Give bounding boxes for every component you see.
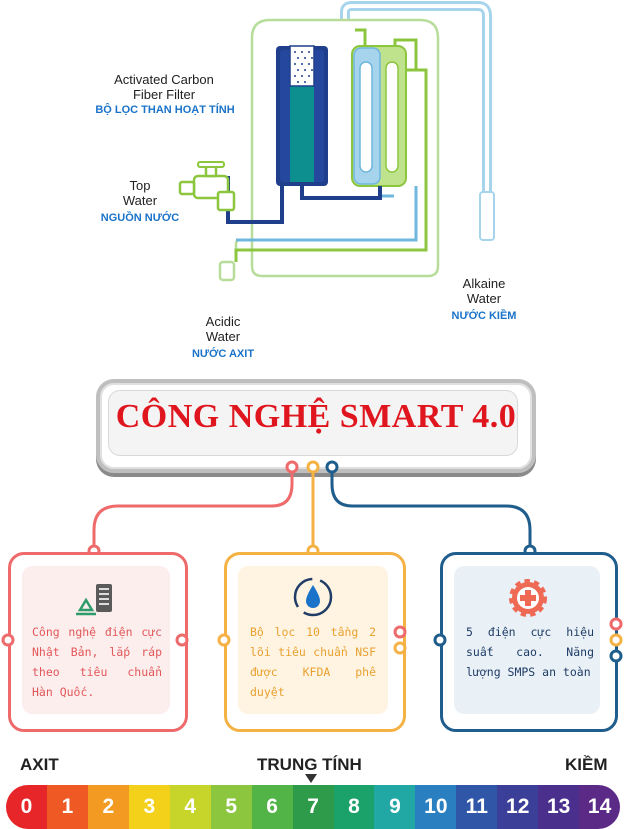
page-title: CÔNG NGHỆ SMART 4.0 — [115, 398, 517, 435]
ph-segment-6: 6 — [251, 785, 293, 829]
connector-lines — [87, 460, 537, 558]
card-3-side-connectors — [433, 617, 623, 663]
ph-segment-0: 0 — [6, 785, 47, 829]
ph-segment-7: 7 — [292, 785, 334, 829]
ph-scale-alkaline-label: KIỀM — [565, 755, 608, 774]
carbon-filter-label-vn: BỘ LỌC THAN HOẠT TÍNH — [95, 104, 235, 116]
water-drop-cycle-icon — [293, 577, 333, 617]
ph-scale-neutral-label: TRUNG TÍNH — [257, 755, 362, 774]
alkaine-water-label-vn: NƯỚC KIỀM — [451, 310, 517, 322]
ph-segment-13: 13 — [538, 785, 580, 829]
ph-segment-14: 14 — [579, 785, 620, 829]
feature-card-1-text: Công nghệ điện cực Nhật Bản, lắp ráp the… — [32, 625, 162, 699]
ph-segment-8: 8 — [333, 785, 375, 829]
water-filter-diagram — [178, 1, 495, 282]
ph-neutral-marker-icon — [305, 774, 317, 783]
feature-card-2-text: Bộ lọc 10 tầng 2 lõi tiêu chuẩn NSF được… — [250, 625, 376, 699]
top-water-label: Top Water — [122, 178, 158, 208]
ph-segment-12: 12 — [497, 785, 539, 829]
ph-scale-acid-label: AXIT — [20, 755, 59, 774]
ph-segment-9: 9 — [374, 785, 416, 829]
card-1-side-connectors — [1, 633, 189, 647]
recycle-document-icon — [76, 584, 112, 616]
alkaine-water-label: Alkaine Water — [462, 276, 506, 306]
ph-segment-5: 5 — [210, 785, 252, 829]
feature-card-3-text: 5 điện cực hiệu suất cao. Năng lượng SMP… — [466, 625, 594, 679]
ph-segment-10: 10 — [415, 785, 457, 829]
ph-segment-4: 4 — [169, 785, 211, 829]
carbon-filter-label: Activated Carbon Fiber Filter — [114, 72, 214, 102]
ph-segment-1: 1 — [46, 785, 88, 829]
medical-gear-icon — [509, 579, 547, 617]
acidic-water-label-vn: NƯỚC AXIT — [191, 348, 255, 360]
top-water-label-vn: NGUỒN NƯỚC — [100, 212, 180, 224]
ph-segment-11: 11 — [456, 785, 498, 829]
acidic-water-label: Acidic Water — [205, 314, 241, 344]
card-2-side-connectors — [217, 625, 407, 655]
title-inner-panel — [108, 390, 518, 456]
ph-segment-3: 3 — [128, 785, 170, 829]
ph-segment-2: 2 — [87, 785, 129, 829]
